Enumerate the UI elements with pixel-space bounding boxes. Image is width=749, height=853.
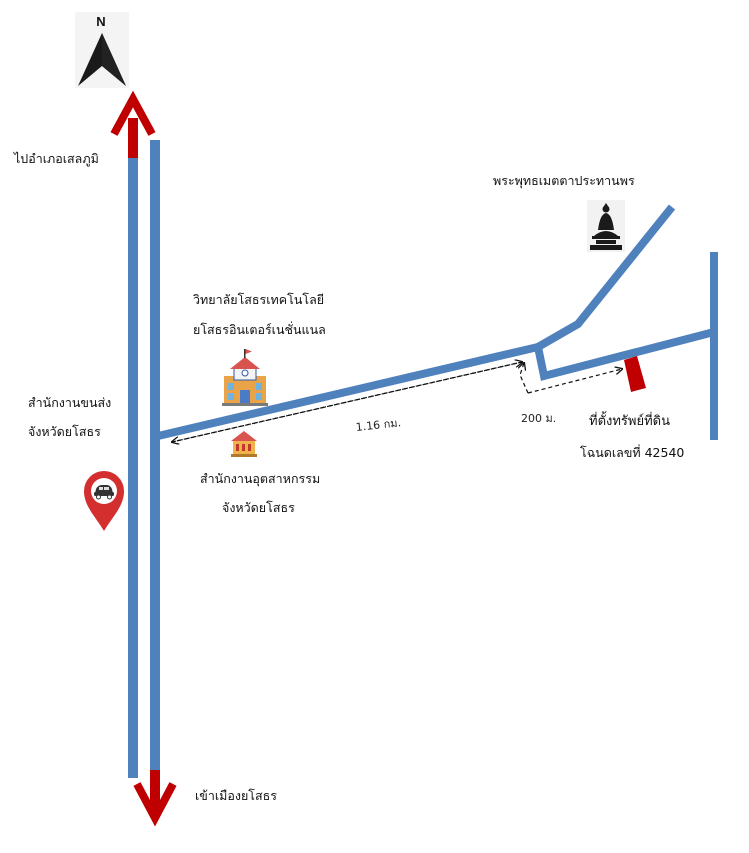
main-road [128,140,160,778]
buddha-statue-icon [587,200,625,252]
government-building-icon [231,431,257,457]
transport-office-label-line2: จังหวัดยโสธร [28,424,101,439]
property-marker [624,356,646,392]
college-label-line1: วิทยาลัยโสธรเทคโนโลยี [193,292,325,307]
industry-office-label-line1: สำนักงานอุตสาหกรรม [200,471,321,486]
school-building-icon [222,349,268,406]
temple-label: พระพุทธเมตตาประทานพร [493,173,635,188]
south-destination-label: เข้าเมืองยโสธร [195,788,277,803]
side-road [157,204,718,440]
north-destination-label: ไปอำเภอเสลภูมิ [14,151,99,166]
branch-distance-label: 200 ม. [521,412,557,425]
compass-letter: N [96,14,105,29]
distance-line-branch [520,363,622,394]
south-direction-arrow [133,770,177,827]
transport-office-label-line1: สำนักงานขนส่ง [28,395,112,410]
property-label-line1: ที่ตั้งทรัพย์ที่ดิน [589,414,670,429]
car-location-pin-icon [84,471,124,531]
north-direction-arrow [110,90,156,158]
distance-line-main [172,362,522,442]
industry-office-label-line2: จังหวัดยโสธร [222,500,295,515]
property-label-line2: โฉนดเลขที่ 42540 [580,445,685,460]
north-arrow-icon: N [75,12,129,88]
college-label-line2: ยโสธรอินเตอร์เนชั่นแนล [193,322,326,337]
